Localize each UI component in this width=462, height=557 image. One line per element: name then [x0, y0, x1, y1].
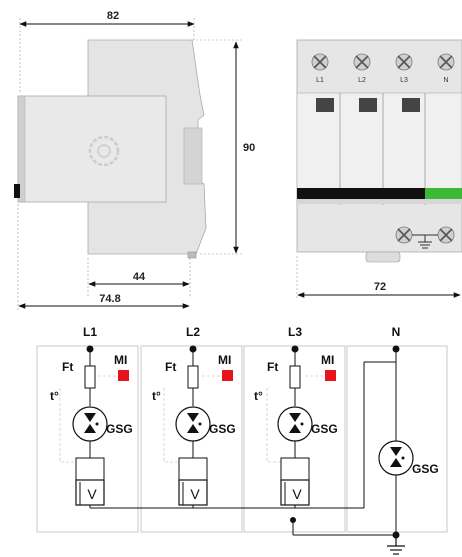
- front-view: L1 L2 L3 N: [296, 39, 462, 300]
- thermal-link: [59, 375, 325, 463]
- earth-icon: [387, 535, 405, 555]
- thermal-label: t°: [254, 389, 263, 403]
- mi-label: MI: [114, 353, 127, 367]
- thermal-label: t°: [152, 389, 161, 403]
- gap-label: GSG: [209, 422, 236, 436]
- status-bar-edge: [297, 199, 462, 204]
- module-latch: [14, 184, 20, 198]
- din-latch: [365, 251, 401, 263]
- screw-icon: [353, 53, 371, 71]
- varistor-housing: [75, 457, 105, 481]
- status-bar-black: [297, 188, 425, 199]
- gas-discharge-icon: [72, 406, 108, 442]
- terminal-label-l3: L3: [400, 77, 408, 84]
- module-outline: [346, 345, 448, 533]
- node-dot: [392, 345, 400, 353]
- dim-label-front-width: 72: [374, 281, 386, 293]
- fuse-label: Ft: [267, 360, 278, 374]
- line-label-n: N: [392, 325, 401, 339]
- varistor-symbol: [280, 479, 310, 506]
- varistor-label: V: [190, 486, 200, 502]
- varistor-label: V: [87, 486, 97, 502]
- varistor-housing: [280, 457, 310, 481]
- gas-discharge-icon: [277, 406, 313, 442]
- earth-icon: [412, 234, 438, 249]
- gas-discharge-icon: [378, 440, 414, 476]
- node-dot: [291, 345, 299, 353]
- thermal-label: t°: [50, 389, 59, 403]
- node-dot: [290, 517, 296, 523]
- indicator-mi: [325, 370, 336, 381]
- screw-icon: [395, 53, 413, 71]
- dim-label-depth-base: 44: [133, 271, 146, 283]
- fuse-symbol: [187, 365, 199, 389]
- gap-label: GSG: [412, 462, 439, 476]
- node-dot: [189, 345, 197, 353]
- clip-foot: [187, 251, 197, 259]
- varistor-housing: [178, 457, 208, 481]
- gap-label: GSG: [311, 422, 338, 436]
- side-view: 82 90 44 74.8: [14, 10, 255, 310]
- dim-label-width: 82: [107, 10, 119, 22]
- dim-label-depth-total: 74.8: [99, 293, 120, 305]
- fuse-symbol: [289, 365, 301, 389]
- screw-icon: [437, 226, 455, 244]
- status-bar-green: [425, 188, 462, 199]
- schematic: L1 Ft MI t° GSG V L2 Ft MI t°: [36, 325, 448, 555]
- screw-icon: [395, 226, 413, 244]
- module-outline: [36, 345, 139, 533]
- indicator-window: [359, 98, 377, 112]
- gas-discharge-icon: [175, 406, 211, 442]
- plug-module: [17, 95, 167, 203]
- line-label-l2: L2: [186, 325, 200, 339]
- line-label-l1: L1: [83, 325, 97, 339]
- indicator-mi: [222, 370, 233, 381]
- indicator-mi: [118, 370, 129, 381]
- node-dot: [86, 345, 94, 353]
- dim-label-height: 90: [243, 142, 255, 154]
- fuse-label: Ft: [165, 360, 176, 374]
- line-label-l3: L3: [288, 325, 302, 339]
- gap-label: GSG: [106, 422, 133, 436]
- terminal-label-l2: L2: [358, 77, 366, 84]
- screw-icon: [437, 53, 455, 71]
- fuse-label: Ft: [62, 360, 73, 374]
- mi-label: MI: [321, 353, 334, 367]
- mi-label: MI: [218, 353, 231, 367]
- screw-icon: [311, 53, 329, 71]
- terminal-label-n: N: [443, 77, 448, 84]
- varistor-label: V: [292, 486, 302, 502]
- top-screw-row: [311, 53, 455, 71]
- varistor-symbol: [178, 479, 208, 506]
- terminal-label-l1: L1: [316, 77, 324, 84]
- indicator-window: [402, 98, 420, 112]
- indicator-window: [316, 98, 334, 112]
- module-grip: [17, 95, 26, 203]
- logo-mark: [88, 135, 120, 167]
- din-clip: [183, 127, 203, 185]
- fuse-symbol: [84, 365, 96, 389]
